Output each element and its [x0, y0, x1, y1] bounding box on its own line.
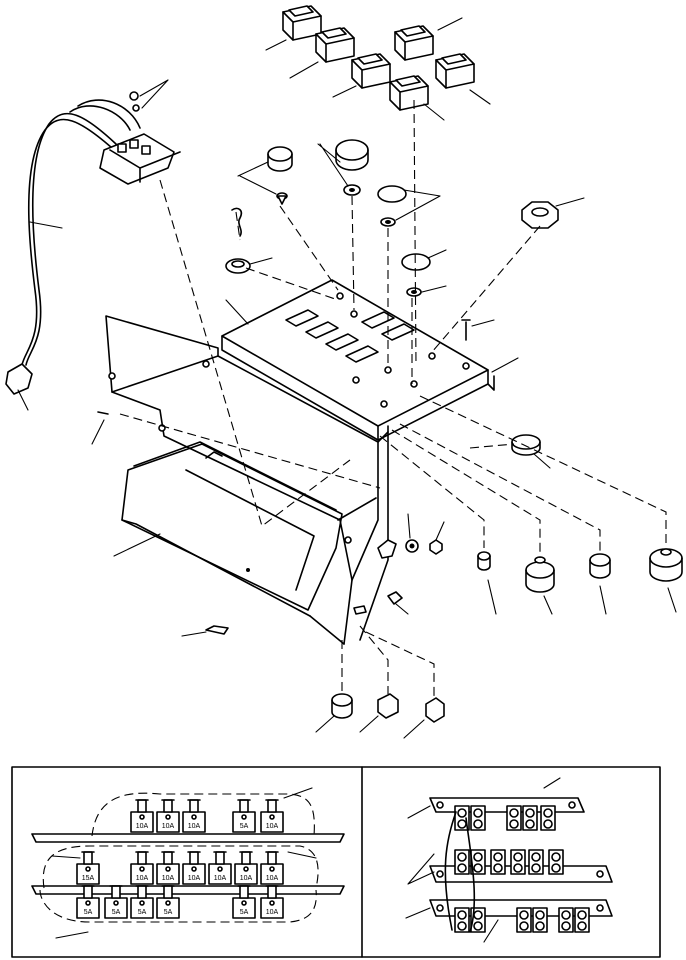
fuse-rating: 10A	[188, 875, 201, 882]
fuse: 10A	[260, 851, 284, 885]
fuse-rating: 10A	[136, 875, 149, 882]
fuse-rating: 10A	[162, 823, 175, 830]
rocker-switch	[394, 25, 434, 61]
fuse: 10A	[260, 885, 284, 919]
fuse-rating: 10A	[162, 875, 175, 882]
terminal-post	[490, 849, 506, 875]
fuse: 10A	[234, 851, 258, 885]
toggle-switch	[589, 553, 611, 579]
terminal-post	[574, 907, 590, 933]
selector-switch	[649, 548, 683, 582]
bottom-switches	[315, 693, 445, 739]
fuse: 10A	[260, 799, 284, 833]
terminal-post	[506, 805, 522, 831]
fuse-rating: 15A	[82, 875, 95, 882]
fuse-rating: 5A	[84, 909, 93, 916]
fuse: 10A	[182, 851, 206, 885]
fuse-rating: 5A	[240, 909, 249, 916]
terminal-strips	[405, 777, 613, 943]
terminal-post	[558, 907, 574, 933]
terminal-post	[528, 849, 544, 875]
fuse-rating: 10A	[266, 823, 279, 830]
assembly-lines	[119, 99, 667, 696]
rotary-switch	[525, 556, 555, 593]
terminal-post	[522, 805, 538, 831]
fuse: 10A	[130, 799, 154, 833]
glove-box	[113, 441, 352, 645]
switch-panel	[221, 279, 519, 441]
fuse-rating: 10A	[266, 909, 279, 916]
fuse: 5A	[104, 885, 128, 919]
indicator-lamp	[477, 551, 491, 571]
fuse-rating: 10A	[188, 823, 201, 830]
terminal-post	[454, 805, 470, 831]
fuse: 10A	[130, 851, 154, 885]
rocker-switch	[389, 75, 429, 111]
fuse: 10A	[156, 851, 180, 885]
rocker-switch-group	[265, 5, 491, 121]
rocker-switch	[435, 53, 475, 89]
terminal-post	[510, 849, 526, 875]
fuse-rating: 10A	[266, 875, 279, 882]
fuse: 15A	[76, 851, 100, 885]
terminal-post	[532, 907, 548, 933]
fuse: 10A	[182, 799, 206, 833]
terminal-post	[454, 849, 470, 875]
fuse: 10A	[156, 799, 180, 833]
fuse: 5A	[232, 885, 256, 919]
fuse-panel: 10A 10A 10A 5A 10A 15A 10A 10A 10A 10A 10A 10A 5A 5…	[31, 787, 345, 939]
wiring-harness	[5, 79, 181, 411]
fuse: 5A	[76, 885, 100, 919]
rocker-switch	[315, 27, 355, 63]
terminal-strip	[429, 899, 613, 933]
fuse-rating: 10A	[214, 875, 227, 882]
fuse-rating: 5A	[164, 909, 173, 916]
terminal-strip	[429, 849, 613, 883]
fuse: 5A	[130, 885, 154, 919]
console-bracket	[91, 315, 389, 645]
hardware-parts	[353, 513, 445, 615]
terminal-post	[548, 849, 564, 875]
terminal-post	[540, 805, 556, 831]
fuse: 10A	[208, 851, 232, 885]
fuse-rating: 10A	[136, 823, 149, 830]
terminal-post	[470, 805, 486, 831]
terminal-post	[470, 849, 486, 875]
rocker-switch	[351, 53, 391, 89]
knob-set	[225, 139, 585, 297]
right-components	[477, 434, 683, 615]
fuse: 5A	[156, 885, 180, 919]
fuse-rating: 5A	[138, 909, 147, 916]
terminal-post	[454, 907, 470, 933]
terminal-post	[470, 907, 486, 933]
fuse-rating: 5A	[240, 823, 249, 830]
fuse-rating: 5A	[112, 909, 121, 916]
terminal-post	[516, 907, 532, 933]
detail-frame	[11, 766, 661, 958]
terminal-strip	[429, 797, 585, 831]
fuse-rating: 10A	[240, 875, 253, 882]
fuse: 5A	[232, 799, 256, 833]
